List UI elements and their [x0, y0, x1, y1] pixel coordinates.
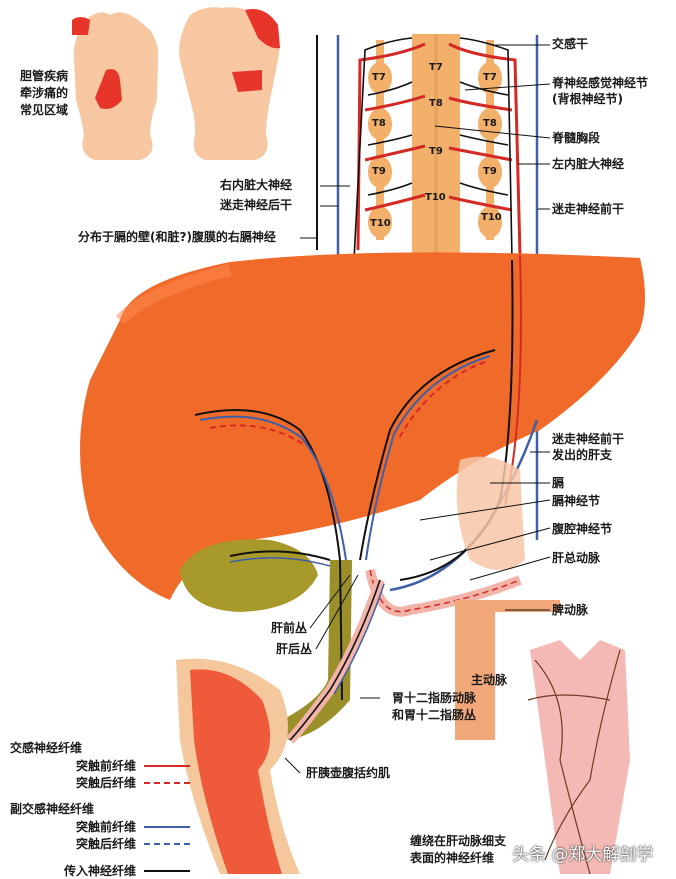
solid-red-line-swatch: [144, 764, 190, 767]
aorta: [455, 600, 495, 740]
cord-label-t9: T9: [429, 146, 443, 157]
legend-parasympathetic: 副交感神经纤维 突触前纤维 突触后纤维: [10, 801, 190, 852]
leader-lines: [284, 44, 551, 774]
dashed-red-line-swatch: [144, 781, 190, 784]
caption-line-2: 牵涉痛的: [20, 86, 69, 100]
referred-pain-caption: 胆管疾病 牵涉痛的 常见区域: [20, 68, 68, 119]
label-thoracic-spinal-cord: 脊髓胸段: [552, 131, 601, 145]
label-right-phrenic-nerve: 分布于膈的壁(和脏?)腹膜的右膈神经: [78, 230, 276, 244]
label-gastroduodenal-line2: 和胃十二指肠丛: [392, 708, 477, 722]
legend-sympathetic-title: 交感神经纤维: [10, 741, 83, 755]
legend-parasympathetic-pre-label: 突触前纤维: [75, 820, 136, 834]
left-ganglion-t8: T8: [372, 118, 386, 129]
label-posterior-vagal-trunk: 迷走神经后干: [220, 198, 293, 212]
diaphragm-crus: [456, 456, 525, 570]
right-ganglion-t7: T7: [483, 72, 497, 83]
left-ganglion-t10: T10: [370, 218, 391, 229]
front-shoulder-pain-area: [72, 17, 90, 35]
cord-label-t7: T7: [429, 62, 443, 73]
label-hepatic-branch-line1: 迷走神经前干: [552, 432, 625, 446]
right-ganglion-t9: T9: [483, 166, 497, 177]
label-aorta: 主动脉: [471, 673, 508, 687]
label-right-greater-splanchnic: 右内脏大神经: [220, 178, 293, 192]
solid-black-line-swatch: [144, 869, 190, 872]
label-gastroduodenal-line1: 胃十二指肠动脉: [392, 691, 477, 705]
label-nerve-fibers-line2: 表面的神经纤维: [410, 851, 495, 865]
legend-sympathetic-pre: 突触前纤维: [10, 757, 190, 774]
fiber-legend: 交感神经纤维 突触前纤维 突触后纤维 副交感神经纤维 突触前纤维 突触后纤维 传…: [10, 740, 190, 879]
legend-sympathetic-post-label: 突触后纤维: [75, 776, 136, 790]
label-sphincter-of-oddi: 肝胰壶腹括约肌: [306, 766, 391, 780]
label-sympathetic-trunk: 交感干: [552, 37, 589, 51]
legend-parasympathetic-pre: 突触前纤维: [10, 818, 190, 835]
legend-afferent: 传入神经纤维: [10, 862, 190, 879]
right-ganglion-t10: T10: [481, 212, 502, 223]
legend-sympathetic: 交感神经纤维 突触前纤维 突触后纤维: [10, 740, 190, 791]
watermark: 头条 @郑大解剖学: [512, 845, 654, 865]
cord-label-t8: T8: [429, 98, 443, 109]
label-phrenic-ganglion: 膈神经节: [552, 494, 601, 508]
cord-label-t10: T10: [425, 192, 446, 203]
label-anterior-vagal-trunk: 迷走神经前干: [552, 202, 625, 216]
caption-line-3: 常见区域: [20, 103, 69, 117]
front-torso-figure: [72, 12, 159, 161]
liver: [80, 252, 645, 600]
left-ganglion-t9: T9: [372, 166, 386, 177]
solid-blue-line-swatch: [144, 825, 190, 828]
front-abdomen-pain-area: [95, 69, 122, 109]
legend-parasympathetic-post-label: 突触后纤维: [75, 837, 136, 851]
hepatic-artery-detail: [527, 640, 630, 874]
label-splenic-artery: 脾动脉: [552, 603, 589, 617]
back-shoulder-pain-area: [245, 9, 280, 49]
gallbladder: [180, 539, 318, 612]
common-bile-duct: [282, 560, 352, 740]
label-posterior-hepatic-plexus: 肝后丛: [276, 642, 313, 656]
back-torso-figure: [179, 7, 280, 160]
legend-sympathetic-post: 突触后纤维: [10, 774, 190, 791]
label-left-greater-splanchnic: 左内脏大神经: [552, 157, 625, 171]
dashed-blue-line-swatch: [144, 842, 190, 845]
back-pain-area: [232, 70, 262, 92]
label-dorsal-root-ganglion: 脊神经感觉神经节: [552, 76, 649, 90]
label-common-hepatic-artery: 肝总动脉: [552, 551, 601, 565]
legend-parasympathetic-title: 副交感神经纤维: [10, 802, 95, 816]
label-hepatic-branch-line2: 发出的肝支: [552, 448, 613, 462]
label-dorsal-root-ganglion-sub: (背根神经节): [552, 92, 623, 106]
legend-sympathetic-pre-label: 突触前纤维: [75, 759, 136, 773]
label-diaphragm: 膈: [552, 476, 565, 490]
label-nerve-fibers-line1: 缠绕在肝动脉细支: [410, 834, 507, 848]
legend-afferent-label: 传入神经纤维: [63, 864, 136, 878]
duodenum: [176, 658, 300, 874]
left-ganglion-t7: T7: [372, 72, 386, 83]
right-ganglion-t8: T8: [483, 118, 497, 129]
label-celiac-ganglion: 腹腔神经节: [552, 522, 613, 536]
legend-parasympathetic-post: 突触后纤维: [10, 835, 190, 852]
label-anterior-hepatic-plexus: 肝前丛: [271, 621, 308, 635]
splenic-artery: [470, 600, 560, 612]
caption-line-1: 胆管疾病: [20, 69, 69, 83]
